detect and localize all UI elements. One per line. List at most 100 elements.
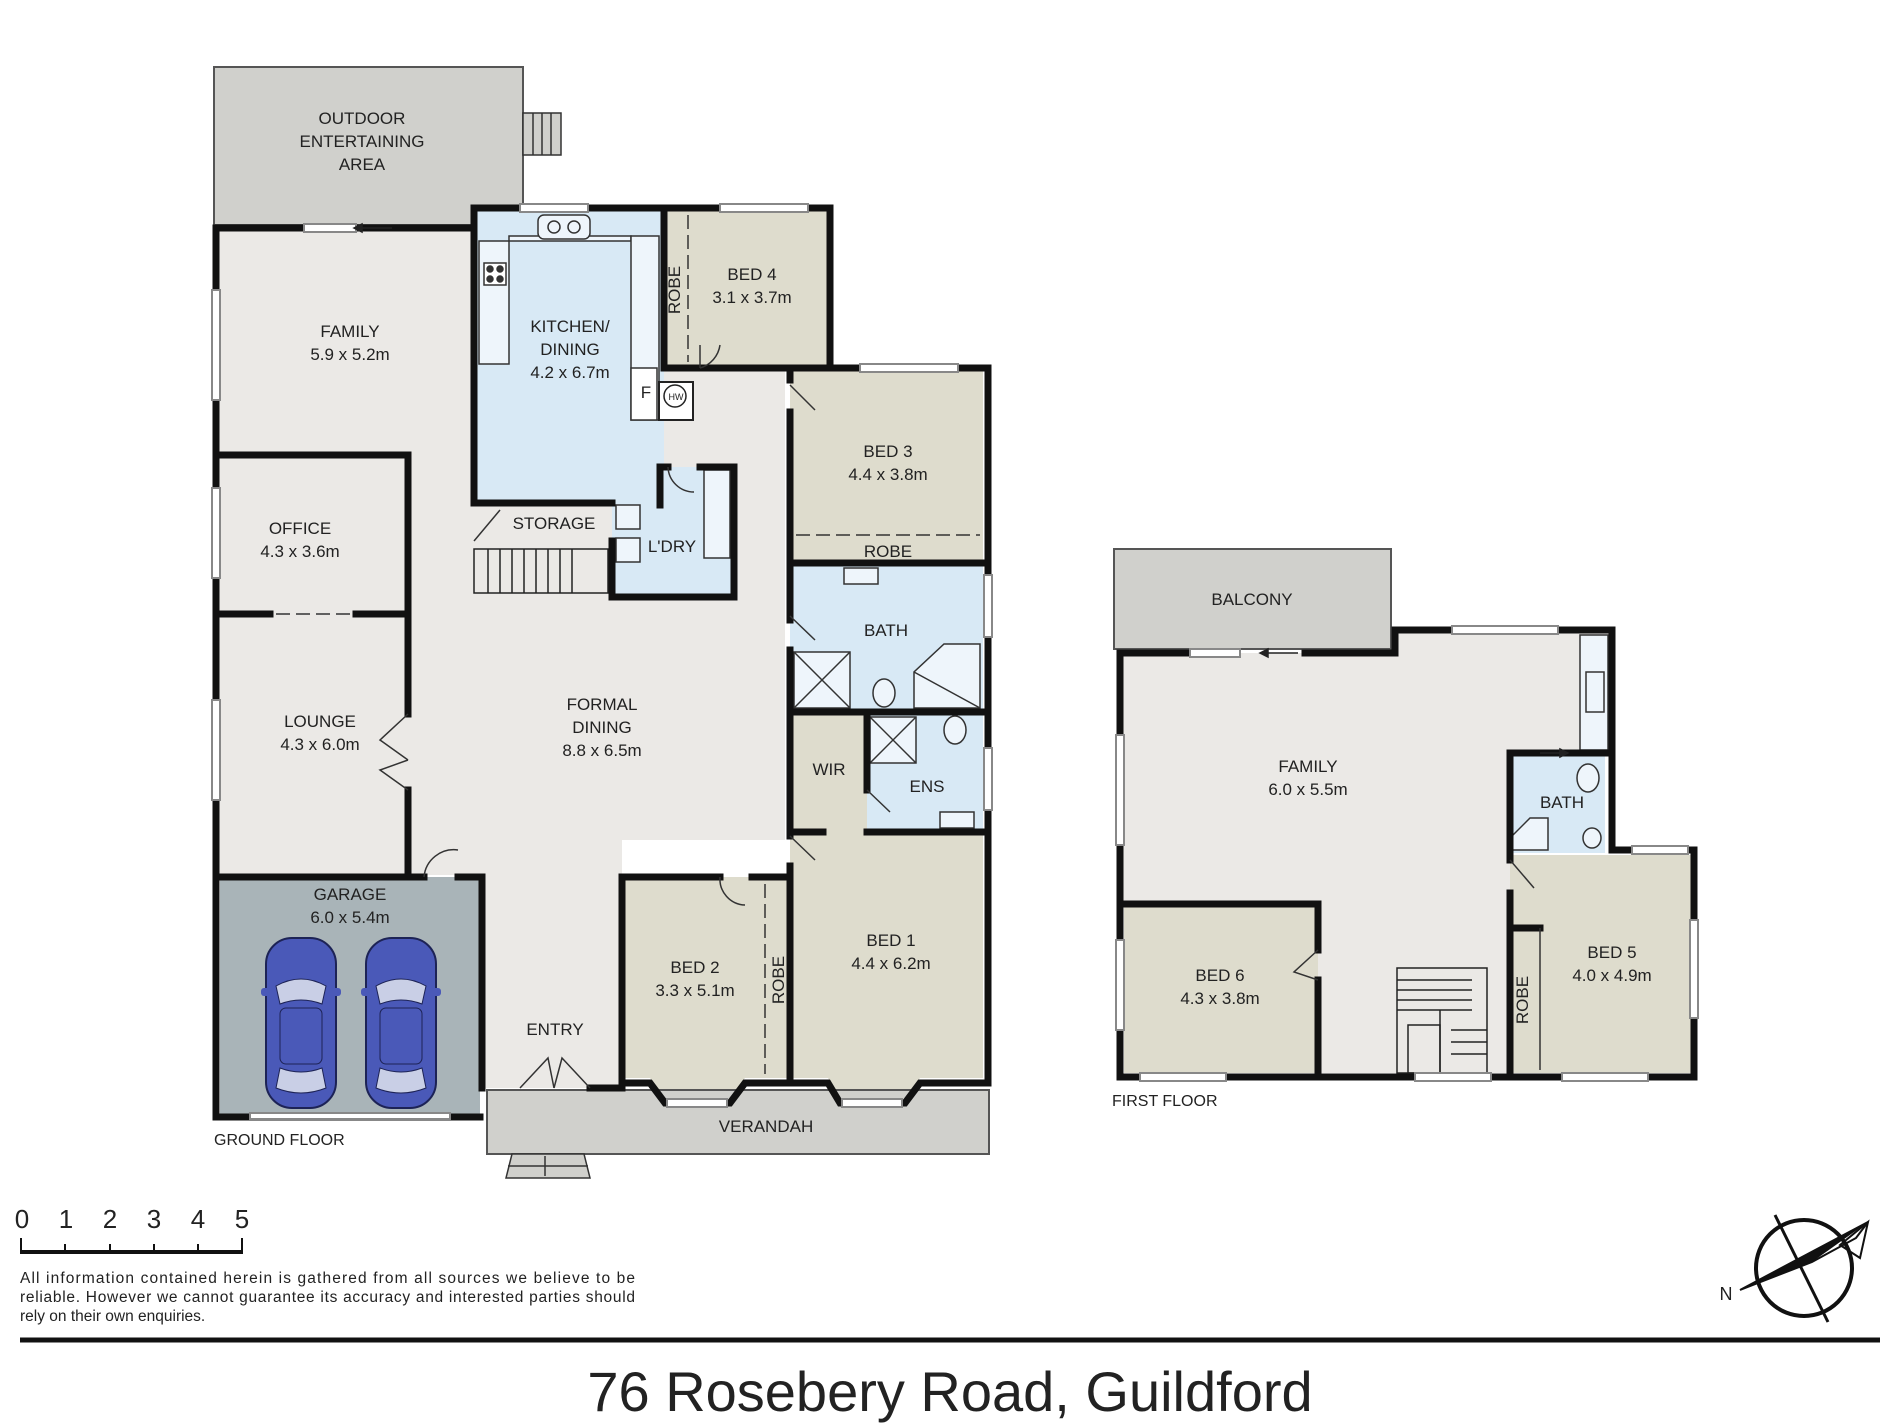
verandah-label: VERANDAH (719, 1117, 813, 1136)
ff-doors (1292, 859, 1541, 1070)
scale-tick-5: 5 (235, 1204, 249, 1234)
ff-family-area (1120, 630, 1612, 1073)
bed5-room (1510, 855, 1694, 1073)
wir-room (790, 714, 867, 832)
scale-tick-2: 2 (103, 1204, 117, 1234)
office-name: OFFICE (269, 519, 331, 538)
ff-labels: BALCONY FAMILY 6.0 x 5.5m BATH BED 5 4.0… (1112, 590, 1652, 1110)
ff-arrows (1258, 647, 1570, 759)
garage-cars (261, 937, 441, 1109)
formal-label-2: DINING (572, 718, 632, 737)
bed6-name: BED 6 (1195, 966, 1244, 985)
ens-label: ENS (910, 777, 945, 796)
lounge-name: LOUNGE (284, 712, 356, 731)
bed3-room (790, 370, 983, 563)
living-floor-area (216, 228, 785, 1088)
storage-room (474, 503, 610, 541)
lounge-room (216, 614, 408, 874)
first-floor-label: FIRST FLOOR (1112, 1093, 1218, 1110)
office-size: 4.3 x 3.6m (260, 542, 339, 561)
bed1-size: 4.4 x 6.2m (851, 954, 930, 973)
bed5-size: 4.0 x 4.9m (1572, 966, 1651, 985)
bed1-room (790, 832, 983, 1098)
storage-label: STORAGE (513, 514, 596, 533)
bed3-robe-label: ROBE (864, 542, 912, 561)
ff-bath-label: BATH (1540, 793, 1584, 812)
car-icon (261, 937, 341, 1109)
bed4-robe-label: ROBE (665, 266, 684, 314)
family-size: 5.9 x 5.2m (310, 345, 389, 364)
ground-doors (378, 344, 891, 1089)
compass-n-label: N (1720, 1284, 1733, 1304)
scale-bar: 0 1 2 3 4 5 (15, 1204, 249, 1254)
property-address: 76 Rosebery Road, Guildford (587, 1360, 1312, 1423)
robe-lines (276, 215, 980, 1074)
compass-icon: N (1720, 1214, 1870, 1323)
outdoor-steps (522, 112, 562, 156)
car-icon (361, 937, 441, 1109)
balcony-label: BALCONY (1211, 590, 1292, 609)
family-exit-arrow (352, 222, 392, 234)
outdoor-entertaining-area (213, 66, 524, 226)
scale-tick-3: 3 (147, 1204, 161, 1234)
ground-floor-plan: OUTDOOR ENTERTAINING AREA FAMILY 5.9 x 5… (211, 66, 993, 1179)
bed4-name: BED 4 (727, 265, 776, 284)
bed3-name: BED 3 (863, 442, 912, 461)
kitchen-benches (478, 214, 660, 421)
first-floor-plan: BALCONY FAMILY 6.0 x 5.5m BATH BED 5 4.0… (1112, 548, 1699, 1110)
ff-family-size: 6.0 x 5.5m (1268, 780, 1347, 799)
bed6-room (1124, 904, 1318, 1073)
ground-windows (211, 203, 993, 1120)
hot-water-unit (658, 381, 694, 421)
hw-label: HW (669, 392, 684, 402)
ground-stairs (473, 548, 609, 594)
garage-name: GARAGE (314, 885, 387, 904)
bed1-name: BED 1 (866, 931, 915, 950)
bed5-name: BED 5 (1587, 943, 1636, 962)
wir-label: WIR (812, 760, 845, 779)
formal-label-1: FORMAL (567, 695, 638, 714)
bed3-size: 4.4 x 3.8m (848, 465, 927, 484)
ff-family-name: FAMILY (1278, 757, 1337, 776)
formal-size: 8.8 x 6.5m (562, 741, 641, 760)
bed4-size: 3.1 x 3.7m (712, 288, 791, 307)
ff-windows (1115, 625, 1699, 1082)
entry-label: ENTRY (526, 1020, 583, 1039)
outdoor-label-1: OUTDOOR (319, 109, 406, 128)
garage-size: 6.0 x 5.4m (310, 908, 389, 927)
disclaimer-line-2: reliable. However we cannot guarantee it… (20, 1289, 635, 1306)
fridge-label: F (641, 383, 651, 402)
kitchen-size: 4.2 x 6.7m (530, 363, 609, 382)
scale-tick-1: 1 (59, 1204, 73, 1234)
bed2-robe-label: ROBE (769, 956, 788, 1004)
office-room (216, 455, 408, 612)
laundry-label: L'DRY (648, 537, 696, 556)
ff-bath-fixtures (1511, 634, 1609, 851)
bed2-size: 3.3 x 5.1m (655, 981, 734, 1000)
family-name: FAMILY (320, 322, 379, 341)
bed6-size: 4.3 x 3.8m (1180, 989, 1259, 1008)
disclaimer-line-3: rely on their own enquiries. (20, 1308, 205, 1325)
bed5-robe-label: ROBE (1513, 976, 1532, 1024)
kitchen-label-1: KITCHEN/ (530, 317, 610, 336)
laundry-fixtures (615, 469, 731, 563)
bed4-room (664, 208, 830, 368)
lounge-size: 4.3 x 6.0m (280, 735, 359, 754)
outdoor-label-2: ENTERTAINING (300, 132, 425, 151)
bed2-name: BED 2 (670, 958, 719, 977)
scale-tick-4: 4 (191, 1204, 205, 1234)
scale-tick-0: 0 (15, 1204, 29, 1234)
ensuite-fixtures (869, 715, 975, 829)
disclaimer: All information contained herein is gath… (20, 1270, 635, 1325)
balcony-area (1113, 548, 1392, 650)
ground-labels: OUTDOOR ENTERTAINING AREA FAMILY 5.9 x 5… (214, 109, 944, 1149)
kitchen-label-2: DINING (540, 340, 600, 359)
ground-floor-label: GROUND FLOOR (214, 1132, 345, 1149)
bed2-room (622, 877, 790, 1098)
outdoor-label-3: AREA (339, 155, 386, 174)
disclaimer-line-1: All information contained herein is gath… (20, 1270, 635, 1287)
bath-label: BATH (864, 621, 908, 640)
front-steps (505, 1153, 591, 1179)
